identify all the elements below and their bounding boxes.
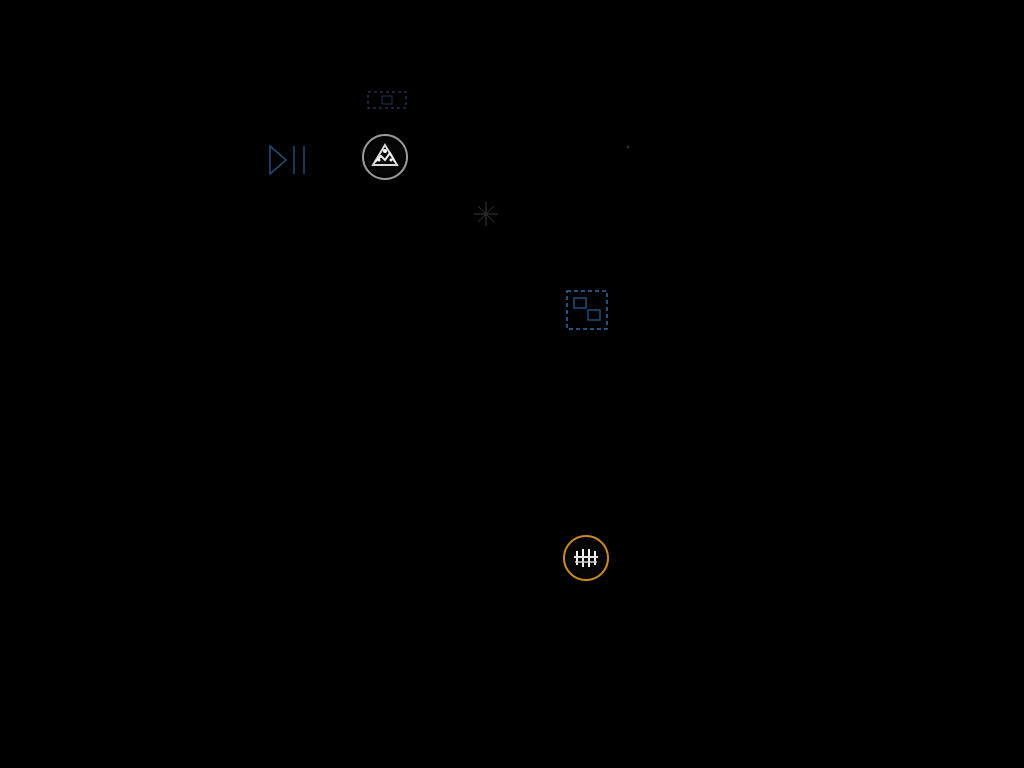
play-arrow-marker[interactable]	[264, 140, 312, 180]
play-arrow-icon	[269, 144, 305, 176]
unit-emblem-icon	[366, 138, 404, 176]
unit-emblem-icon	[567, 539, 605, 577]
square-marker-icon	[367, 91, 407, 109]
sparkle-icon	[474, 202, 498, 226]
blue-square-marker[interactable]	[564, 288, 610, 332]
faint-dot-marker	[624, 136, 632, 149]
sparkle-marker	[468, 196, 504, 232]
square-marker-icon	[566, 290, 608, 330]
unit-token-silver[interactable]	[362, 134, 408, 180]
unit-token-gold[interactable]	[563, 535, 609, 581]
dot-icon	[626, 145, 630, 149]
small-square-marker-top	[364, 88, 410, 112]
